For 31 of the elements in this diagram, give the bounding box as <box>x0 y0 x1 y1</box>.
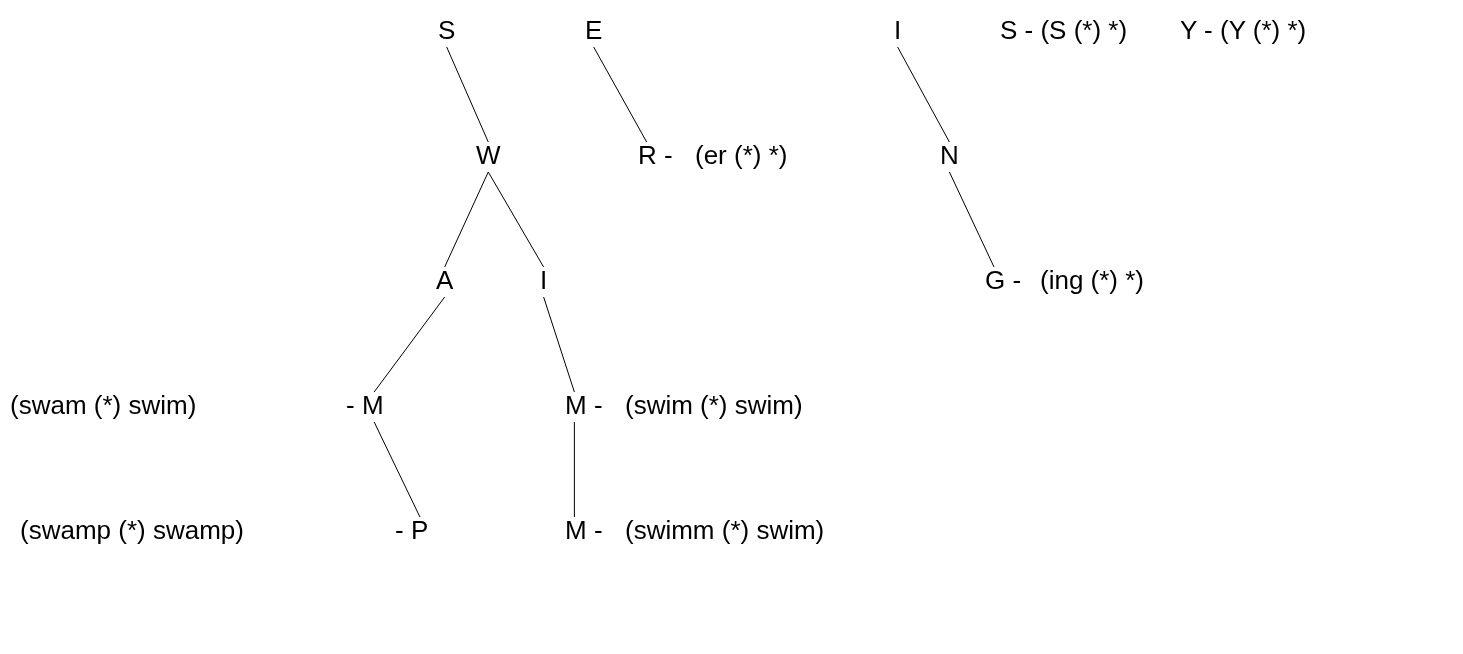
tree-branch-line <box>948 171 995 268</box>
tree-label: (swam (*) swim) <box>10 390 197 420</box>
node-label: N <box>940 140 959 170</box>
node-label: M - <box>565 515 603 545</box>
node-label: - P <box>395 515 429 545</box>
tree-branch-line <box>573 421 575 518</box>
node-label: I <box>540 265 548 295</box>
node-annotation: (ing (*) *) <box>1040 265 1144 295</box>
node-label: S <box>438 15 456 45</box>
tree-branch-line <box>897 46 950 143</box>
node-label: R - <box>638 140 673 170</box>
node-annotation: (swim (*) swim) <box>625 390 803 420</box>
tree-branch-line <box>543 296 575 393</box>
node-label: I <box>894 15 902 45</box>
tree-label: S - (S (*) *) <box>1000 15 1128 45</box>
tree-branch-line <box>373 296 446 393</box>
node-label: - M <box>346 390 384 420</box>
node-label: E <box>585 15 603 45</box>
node-label: W <box>476 140 501 170</box>
node-label: G - <box>985 265 1022 295</box>
tree-label: Y - (Y (*) *) <box>1180 15 1307 45</box>
node-label: A <box>436 265 454 295</box>
tree-branch-line <box>444 171 489 268</box>
tree-branch-line <box>593 46 648 143</box>
tree-label: (swamp (*) swamp) <box>20 515 244 545</box>
tree-branch-line <box>487 171 545 268</box>
node-annotation: (swimm (*) swim) <box>625 515 825 545</box>
tree-branch-line <box>446 46 489 143</box>
tree-branch-line <box>373 421 421 518</box>
node-label: M - <box>565 390 603 420</box>
node-annotation: (er (*) *) <box>695 140 788 170</box>
